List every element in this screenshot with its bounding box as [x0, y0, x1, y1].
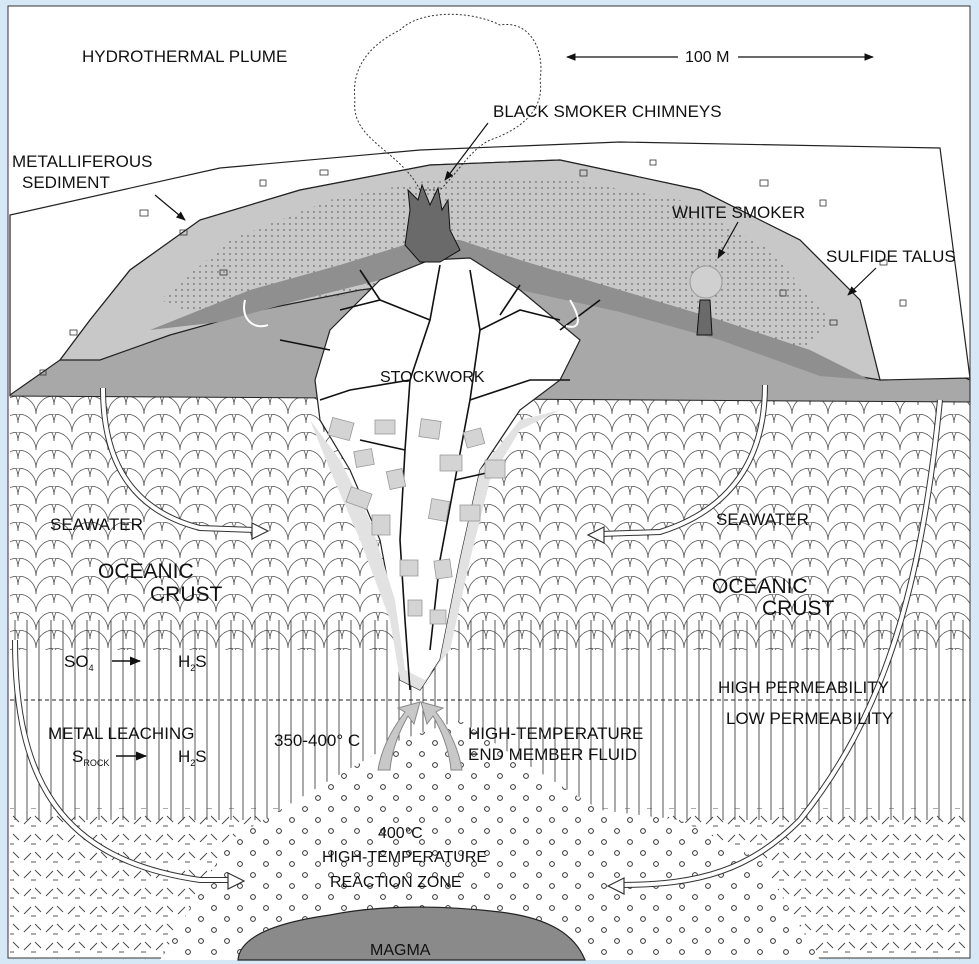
- label-high-permeability: HIGH PERMEABILITY: [718, 678, 889, 697]
- white-smoker-chimney: [697, 300, 712, 335]
- label-endmember-1: HIGH-TEMPERATURE: [468, 724, 643, 743]
- label-white-smoker: WHITE SMOKER: [672, 203, 805, 222]
- white-smoker-plume: [690, 266, 722, 298]
- label-hydrothermal-plume: HYDROTHERMAL PLUME: [82, 47, 287, 66]
- label-sediment: SEDIMENT: [22, 173, 110, 192]
- label-black-smoker-chimneys: BLACK SMOKER CHIMNEYS: [493, 102, 722, 121]
- label-stockwork: STOCKWORK: [380, 369, 485, 386]
- label-reaction-1: HIGH-TEMPERATURE: [322, 849, 487, 866]
- label-temp-range: 350-400° C: [274, 731, 360, 750]
- label-magma: MAGMA: [370, 942, 431, 959]
- label-low-permeability: LOW PERMEABILITY: [726, 709, 893, 728]
- label-crust-left: CRUST: [150, 583, 223, 606]
- label-sulfide-talus: SULFIDE TALUS: [826, 247, 956, 266]
- label-seawater-right: SEAWATER: [716, 510, 809, 529]
- label-oceanic-left: OCEANIC: [98, 560, 194, 583]
- label-metalliferous: METALLIFEROUS: [12, 152, 152, 171]
- label-crust-right: CRUST: [762, 597, 835, 620]
- label-metal-leaching: METAL LEACHING: [48, 724, 194, 743]
- label-scale-100m: 100 M: [685, 49, 729, 66]
- label-oceanic-right: OCEANIC: [712, 575, 808, 598]
- label-reaction-2: REACTION ZONE: [330, 874, 462, 891]
- label-seawater-left: SEAWATER: [50, 515, 143, 534]
- label-endmember-2: END MEMBER FLUID: [468, 745, 637, 764]
- label-400c: 400°C: [378, 825, 423, 842]
